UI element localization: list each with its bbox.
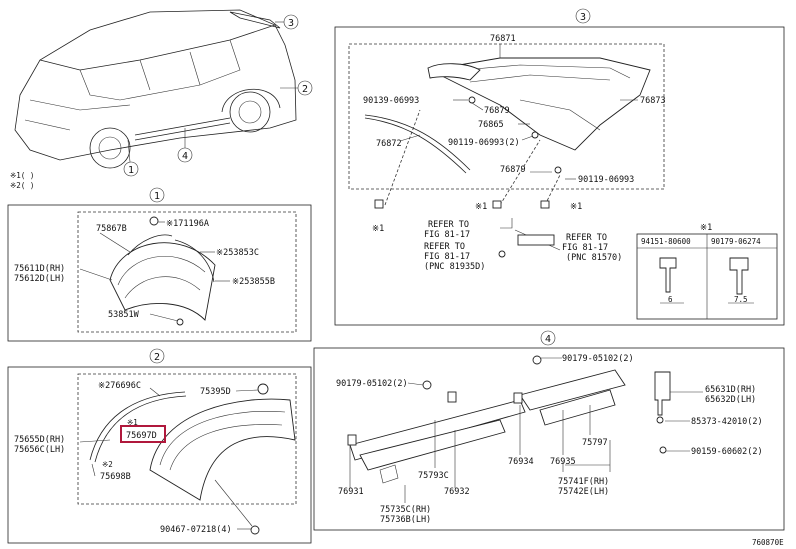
- ref3-line1: REFER TO: [566, 233, 607, 243]
- ref2-line1: REFER TO: [424, 242, 465, 252]
- inset-col2-dim: 7.5: [734, 295, 748, 304]
- label-76931: 76931: [338, 487, 364, 497]
- ref1-line1: REFER TO: [428, 220, 469, 230]
- label-90119a: 90119-06993(2): [448, 138, 520, 148]
- label-76872: 76872: [376, 139, 402, 149]
- ref3-line3: (PNC 81570): [566, 253, 622, 263]
- label-75698b: 75698B: [100, 472, 131, 482]
- overview-callout-3: 3: [288, 18, 294, 29]
- section-4-number: 4: [545, 334, 551, 345]
- overview-note-2: ※2( ): [10, 181, 34, 190]
- label-76935: 76935: [550, 457, 576, 467]
- inset-note: ※1: [700, 223, 712, 233]
- clip-dimension-table: ※1 94151-80600 90179-06274 6 7.5: [636, 223, 778, 320]
- label-276696c: ※276696C: [98, 381, 141, 391]
- label-75698b-mark: ※2: [102, 460, 113, 469]
- label-75736b: 75736B(LH): [380, 515, 431, 525]
- section-3-number: 3: [580, 12, 586, 23]
- ref2-line3: (PNC 81935D): [424, 262, 485, 272]
- vehicle-overview: 3 2 4 1 ※1( ) ※2( ): [10, 9, 313, 190]
- label-76932: 76932: [444, 487, 470, 497]
- label-90467: 90467-07218(4): [160, 525, 232, 535]
- label-76873: 76873: [640, 96, 666, 106]
- section-4-rocker-moulding: 4 90179-05102(2) 90179: [313, 330, 785, 531]
- label-75793c: 75793C: [418, 471, 449, 481]
- label-75612d: 75612D(LH): [14, 274, 65, 284]
- label-76865: 76865: [478, 120, 504, 130]
- ref1-line2: FIG 81-17: [424, 230, 470, 240]
- label-76879b: 76879: [500, 165, 526, 175]
- label-75735c: 75735C(RH): [380, 505, 431, 515]
- label-90119b: 90119-06993: [578, 175, 634, 185]
- label-75867b: 75867B: [96, 224, 127, 234]
- label-75655d: 75655D(RH): [14, 435, 65, 445]
- label-53851w: 53851W: [108, 310, 140, 320]
- label-75395d: 75395D: [200, 387, 231, 397]
- label-85373: 85373-42010(2): [691, 417, 763, 427]
- label-65631d: 65631D(RH): [705, 385, 756, 395]
- label-75797: 75797: [582, 438, 608, 448]
- label-mark1a: ※1: [372, 224, 384, 234]
- label-75697d-mark: ※1: [127, 418, 138, 427]
- overview-callout-4: 4: [182, 151, 188, 162]
- label-90139: 90139-06993: [363, 96, 419, 106]
- inset-col1-dim: 6: [668, 295, 673, 304]
- label-65632d: 65632D(LH): [705, 395, 756, 405]
- overview-callout-2: 2: [302, 84, 308, 95]
- section-2-number: 2: [154, 352, 160, 363]
- section-1-number: 1: [154, 191, 160, 202]
- section-2-rear-fender-flare: 2 ※276696C 75395D 75655D(RH) 75656C(LH) …: [7, 348, 312, 544]
- label-253853c: ※253853C: [216, 248, 259, 258]
- label-76871: 76871: [490, 34, 516, 44]
- label-75742e: 75742E(LH): [558, 487, 609, 497]
- label-75697d: 75697D: [126, 431, 157, 441]
- section-3-rear-spoiler: 3 76871 90139-06993 76879 76865 76873 76…: [334, 8, 785, 326]
- label-mark1c: ※1: [570, 202, 582, 212]
- inset-col1-part: 94151-80600: [641, 237, 691, 246]
- label-76879a: 76879: [484, 106, 510, 116]
- section-1-front-fender-flare: 1 75867B ※171196A ※253853C ※253855B 7561…: [7, 187, 312, 342]
- label-90179a: 90179-05102(2): [336, 379, 408, 389]
- label-mark1b: ※1: [475, 202, 487, 212]
- ref3-line2: FIG 81-17: [562, 243, 608, 253]
- label-75656c: 75656C(LH): [14, 445, 65, 455]
- overview-callout-1: 1: [128, 165, 134, 176]
- label-75611d: 75611D(RH): [14, 264, 65, 274]
- label-75741f: 75741F(RH): [558, 477, 609, 487]
- label-253855b: ※253855B: [232, 277, 275, 287]
- label-171196a: ※171196A: [166, 219, 209, 229]
- label-90159: 90159-60602(2): [691, 447, 763, 457]
- inset-col2-part: 90179-06274: [711, 237, 761, 246]
- diagram-code: 760870E: [752, 538, 784, 547]
- label-90179b: 90179-05102(2): [562, 354, 634, 364]
- overview-note-1: ※1( ): [10, 171, 34, 180]
- ref2-line2: FIG 81-17: [424, 252, 470, 262]
- label-76934: 76934: [508, 457, 534, 467]
